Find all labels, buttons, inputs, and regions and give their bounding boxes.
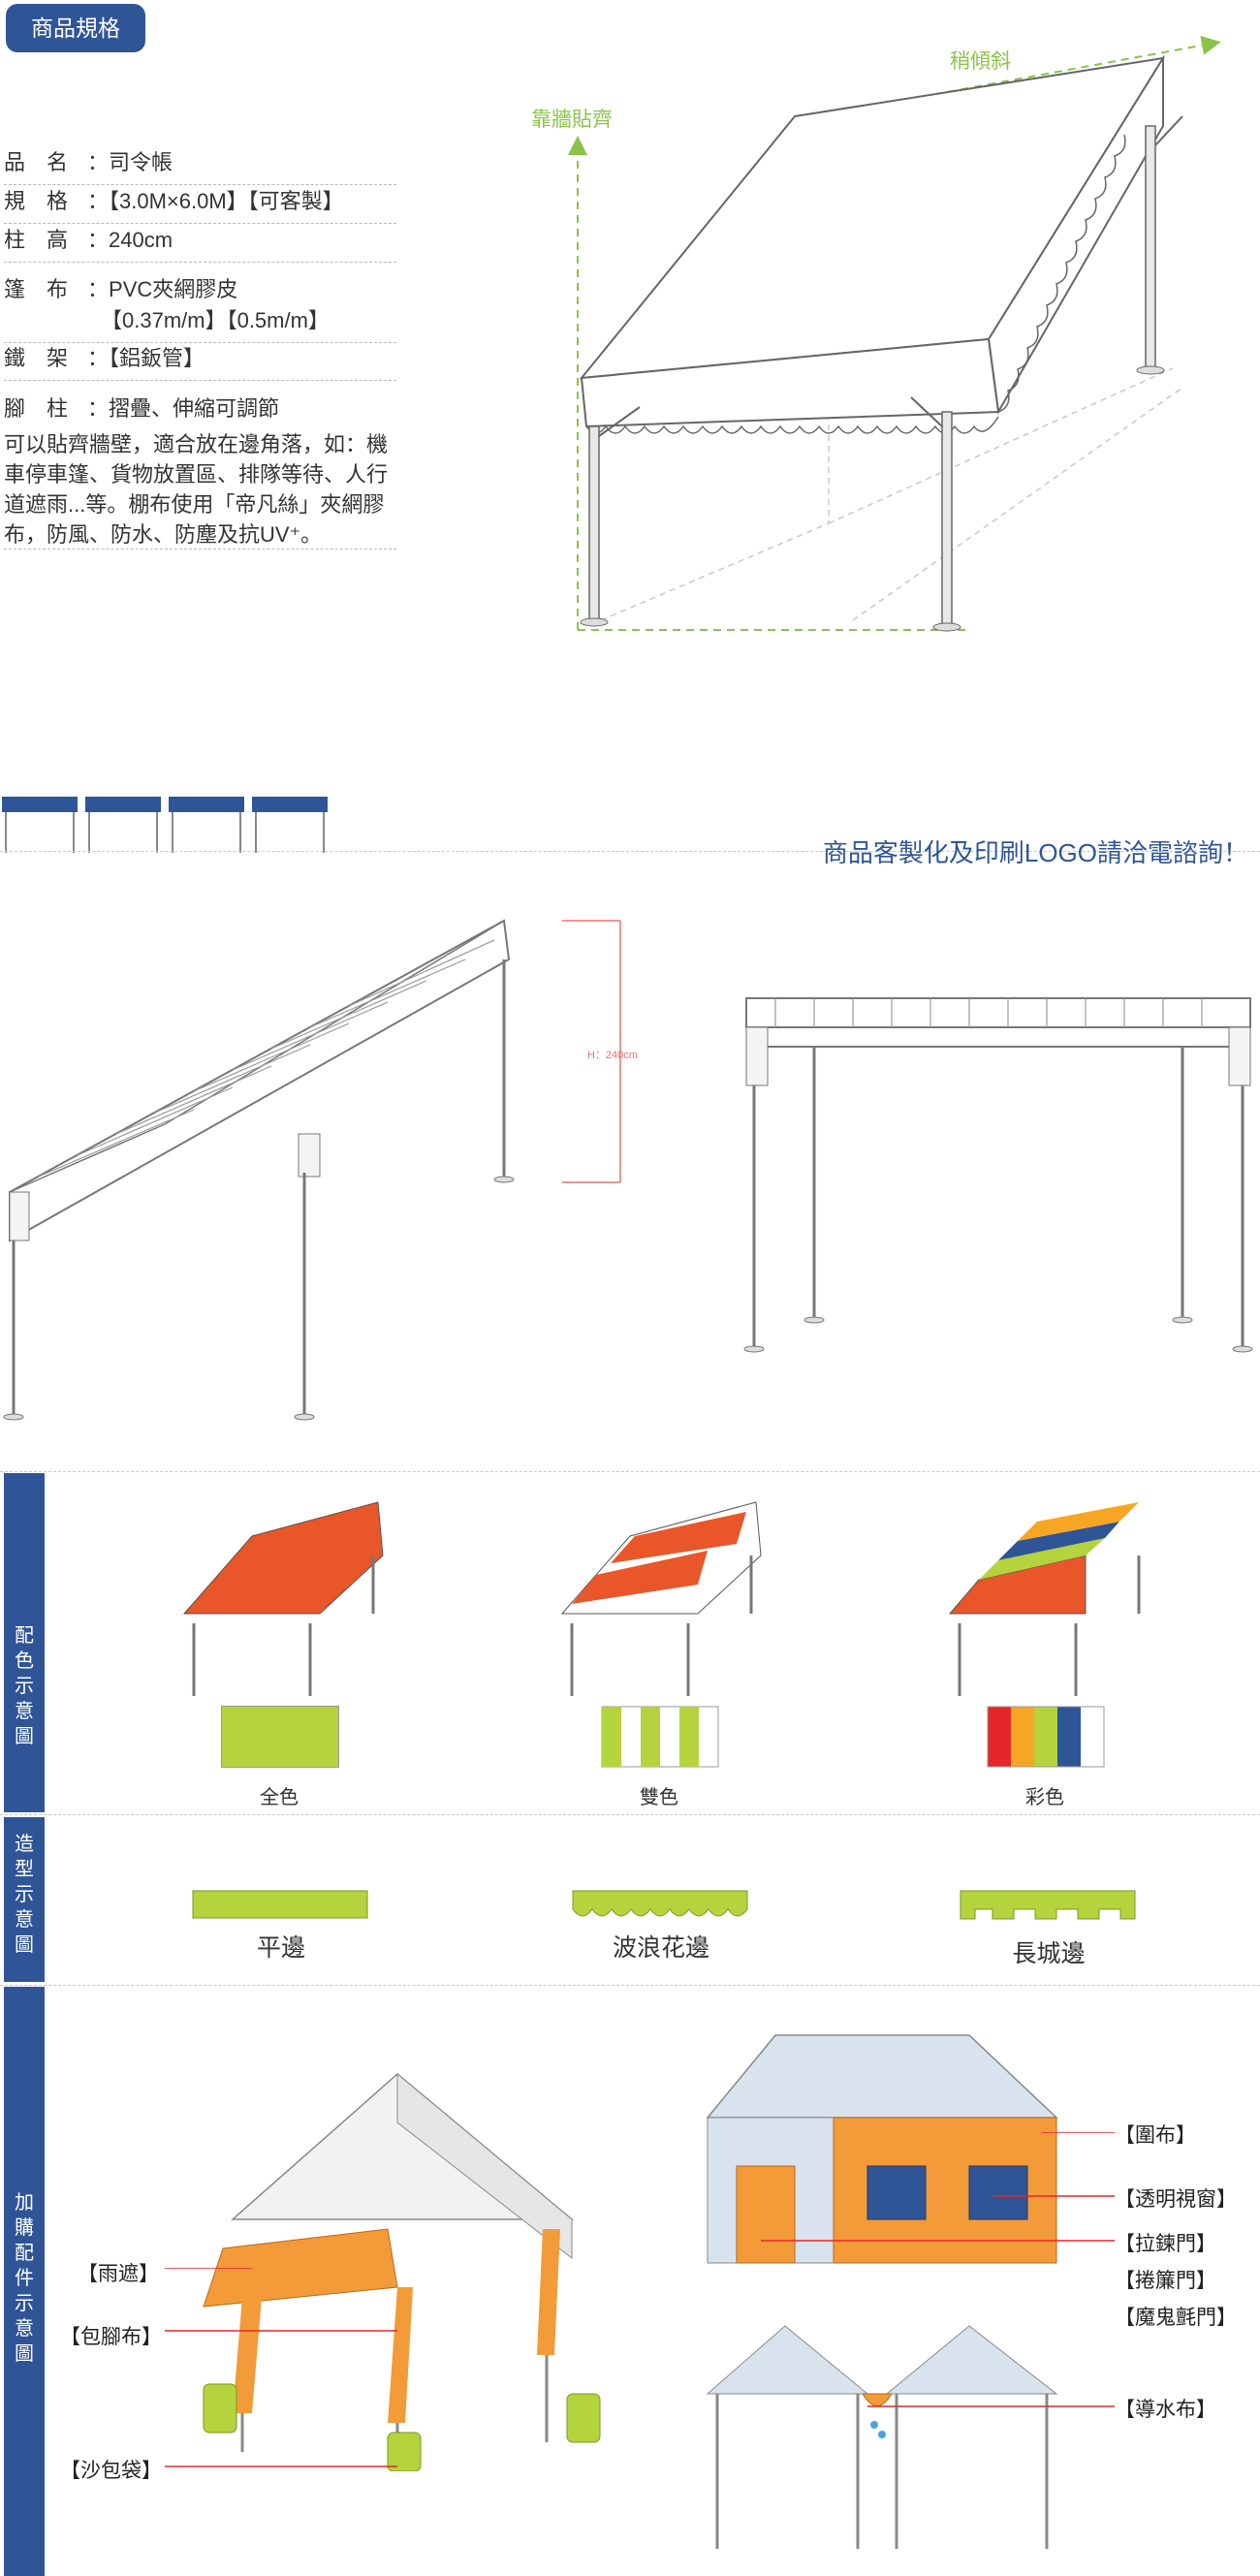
divider xyxy=(0,851,1260,852)
accessory-tent-diagram xyxy=(203,2072,601,2471)
section-badge: 商品規格 xyxy=(6,4,145,52)
spec-row-name: 品 名：司令帳 xyxy=(4,145,396,185)
height-label: H：240cm xyxy=(587,1050,638,1061)
color-section-label: 配色示意圖 xyxy=(4,1473,45,1812)
spec-key: 鐵 架 xyxy=(4,346,69,370)
accessory-section-label: 加購配件示意圖 xyxy=(4,1987,45,2576)
spec-key: 品 名 xyxy=(4,150,69,174)
product-description: 可以貼齊牆壁，適合放在邊角落，如：機車停車篷、貨物放置區、排隊等待、人行道遮雨.… xyxy=(4,432,389,547)
swatch-label-two-color: 雙色 xyxy=(640,1787,678,1808)
accessory-pointer-lines xyxy=(165,2268,397,2467)
swatch-two-color xyxy=(601,1706,719,1768)
spec-row-frame: 鐵 架：【鋁鈑管】 xyxy=(4,341,396,381)
swatch-multi-color xyxy=(987,1706,1105,1768)
enclosure-pointer-lines xyxy=(761,2132,1115,2407)
spec-key: 篷 布 xyxy=(4,277,69,301)
spec-value: 240cm xyxy=(109,228,173,252)
shape-label-wave: 波浪花邊 xyxy=(612,1934,709,1962)
multi-color-tent xyxy=(948,1502,1141,1696)
spec-row-legs: 腳 柱：摺疊、伸縮可調節 xyxy=(4,392,396,430)
wave-edge-shape xyxy=(572,1890,748,1917)
spec-key: 規 格 xyxy=(4,189,69,213)
accessory-label-roll-door: 【捲簾門】 xyxy=(1115,2270,1216,2292)
water-guide-diagram xyxy=(706,2325,1058,2549)
flat-edge-shape xyxy=(192,1890,368,1919)
spec-value: 【鋁鈑管】 xyxy=(109,346,205,370)
spec-value: PVC夾網膠皮 xyxy=(109,277,238,301)
accessory-label-rain-cover: 【雨遮】 xyxy=(78,2263,159,2285)
slope-label: 稍傾斜 xyxy=(950,50,1011,73)
frame-front-diagram xyxy=(743,997,1253,1353)
spec-key: 腳 柱 xyxy=(4,396,69,421)
spec-key: 柱 高 xyxy=(4,228,69,252)
accessory-label-enclosure: 【圍布】 xyxy=(1115,2124,1196,2147)
shape-section-label: 造型示意圖 xyxy=(4,1817,45,1982)
divider xyxy=(4,549,396,550)
divider xyxy=(0,1985,1260,1986)
spec-row-fabric: 篷 布：PVC夾網膠皮 【0.37m/m】【0.5m/m】 xyxy=(4,272,396,343)
shape-label-flat: 平邊 xyxy=(256,1934,305,1962)
spec-value: 摺疊、伸縮可調節 xyxy=(109,396,280,421)
swatch-solid xyxy=(221,1706,339,1768)
divider xyxy=(0,1814,1260,1815)
swatch-label-solid: 全色 xyxy=(260,1787,299,1808)
wall-label: 靠牆貼齊 xyxy=(531,109,613,131)
divider xyxy=(0,1471,1260,1472)
spec-value: 【3.0M×6.0M】【可客製】 xyxy=(109,189,344,213)
solid-color-tent xyxy=(182,1501,384,1696)
frame-perspective-diagram xyxy=(3,919,621,1421)
customization-notice: 商品客製化及印刷LOGO請洽電諮詢！ xyxy=(822,838,1248,867)
swatch-label-multi-color: 彩色 xyxy=(1025,1787,1064,1808)
spec-value-2: 【0.37m/m】【0.5m/m】 xyxy=(101,308,330,332)
thumbnail-strip xyxy=(2,797,328,853)
accessory-label-window: 【透明視窗】 xyxy=(1115,2188,1237,2211)
enclosure-diagram xyxy=(706,2034,1058,2264)
spec-value: 司令帳 xyxy=(109,150,173,174)
accessory-label-zipper-door: 【拉鍊門】 xyxy=(1115,2233,1216,2255)
spec-row-height: 柱 高：240cm xyxy=(4,223,396,263)
accessory-label-leg-cover: 【包腳布】 xyxy=(60,2326,162,2348)
castle-edge-shape xyxy=(960,1890,1136,1920)
shape-label-castle: 長城邊 xyxy=(1012,1940,1086,1967)
accessory-label-water-guide: 【導水布】 xyxy=(1115,2399,1216,2421)
two-color-tent xyxy=(560,1501,762,1696)
accessory-label-velcro-door: 【魔鬼氈門】 xyxy=(1115,2307,1237,2329)
spec-row-size: 規 格：【3.0M×6.0M】【可客製】 xyxy=(4,184,396,224)
tent-diagram xyxy=(568,35,1221,632)
accessory-label-sandbag: 【沙包袋】 xyxy=(60,2460,162,2482)
